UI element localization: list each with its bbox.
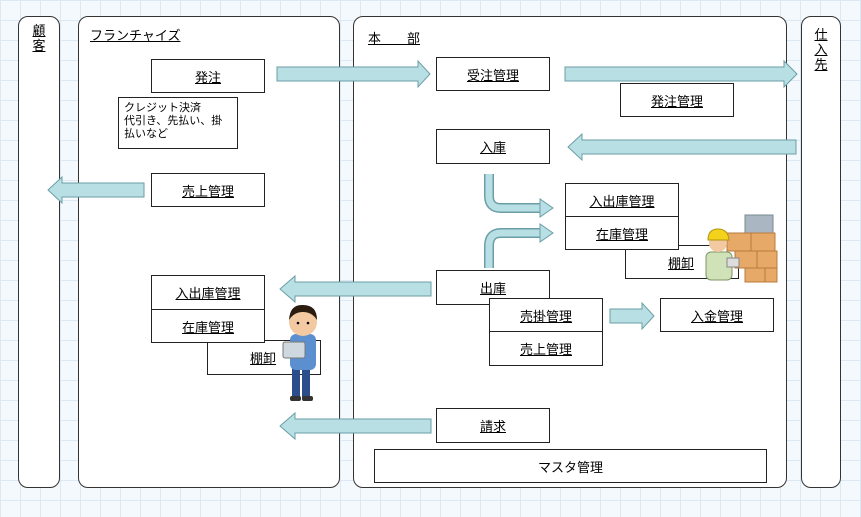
hq-inout-mgmt-box[interactable]: 入出庫管理 — [565, 183, 679, 217]
headquarters-lane-title: 本 部 — [368, 32, 421, 47]
hq-receiving-box[interactable]: 入庫 — [436, 129, 550, 164]
franchise-inout-mgmt-box[interactable]: 入出庫管理 — [151, 275, 265, 310]
arrow-shipping-to-franchise — [279, 274, 432, 304]
hq-billing-box[interactable]: 請求 — [436, 408, 550, 443]
payment-methods-note: クレジット決済 代引き、先払い、掛 払いなど — [118, 97, 238, 149]
franchise-inventory-box[interactable]: 棚卸 — [207, 340, 321, 375]
hq-sales-mgmt-box[interactable]: 売上管理 — [489, 331, 603, 366]
hq-inventory-box[interactable]: 棚卸 — [625, 245, 739, 279]
franchise-lane-title: フランチャイズ — [90, 29, 181, 44]
hq-order-receive-box[interactable]: 受注管理 — [436, 57, 550, 91]
arrow-ar-to-payment — [609, 301, 655, 331]
franchise-lane — [78, 16, 340, 488]
supplier-lane-title: 仕入先 — [814, 28, 828, 73]
connector-shipping-to-inout — [485, 229, 541, 268]
arrow-order-to-hq — [276, 59, 431, 89]
franchise-stock-mgmt-box[interactable]: 在庫管理 — [151, 309, 265, 343]
arrow-supplier-to-receiving — [567, 132, 797, 162]
hq-ar-mgmt-box[interactable]: 売掛管理 — [489, 298, 603, 332]
arrow-sales-to-customer — [47, 175, 145, 205]
hq-payment-mgmt-box[interactable]: 入金管理 — [660, 298, 774, 332]
franchise-sales-mgmt-box[interactable]: 売上管理 — [151, 173, 265, 207]
supplier-lane — [801, 16, 841, 488]
customer-lane-title: 顧客 — [32, 24, 46, 54]
hq-stock-mgmt-box[interactable]: 在庫管理 — [565, 216, 679, 250]
connector-receiving-to-inout — [485, 174, 541, 212]
arrow-hq-to-supplier — [564, 59, 798, 89]
hq-order-place-box[interactable]: 発注管理 — [620, 83, 734, 117]
franchise-order-box[interactable]: 発注 — [151, 59, 265, 93]
customer-lane — [18, 16, 60, 488]
arrow-billing-to-franchise — [279, 411, 432, 441]
hq-master-mgmt-box[interactable]: マスタ管理 — [374, 449, 767, 483]
